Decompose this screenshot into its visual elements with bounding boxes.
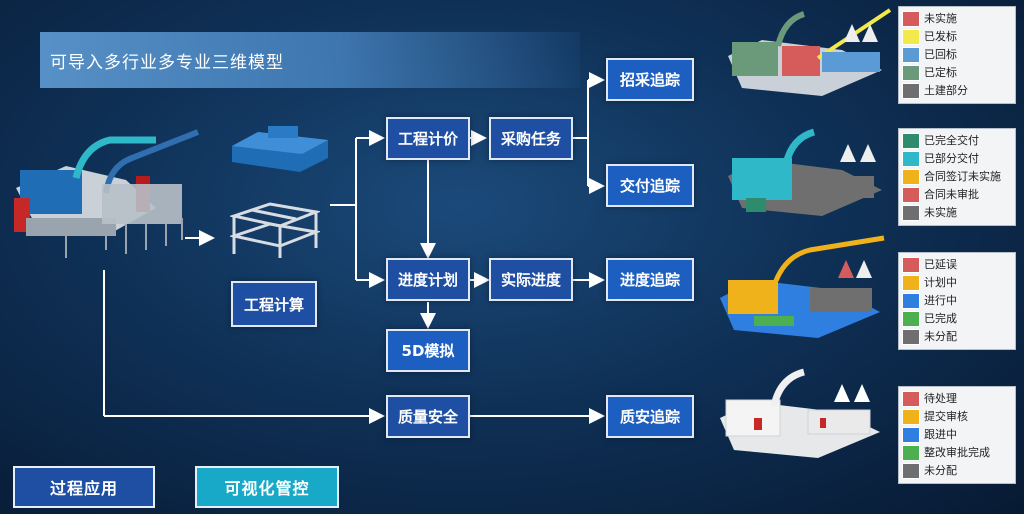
legend-swatch: [902, 205, 920, 221]
legend-swatch: [902, 409, 920, 425]
building-3d-model: [232, 126, 328, 172]
legend-swatch: [902, 133, 920, 149]
legend-label: 合同签订未实施: [924, 170, 1001, 183]
legend-swatch: [902, 151, 920, 167]
legend-swatch: [902, 65, 920, 81]
legend-label: 未实施: [924, 206, 957, 219]
legend-label: 未实施: [924, 12, 957, 25]
legend-item: 未实施: [902, 205, 1012, 221]
5d-simulation-node[interactable]: 5D模拟: [386, 329, 470, 372]
legend-item: 已延误: [902, 257, 1012, 273]
legend-label: 已发标: [924, 30, 957, 43]
legend-item: 未分配: [902, 463, 1012, 479]
legend-label: 待处理: [924, 392, 957, 405]
legend-swatch: [902, 47, 920, 63]
legend-swatch: [902, 445, 920, 461]
legend-item: 已完成: [902, 311, 1012, 327]
quality-safety-node[interactable]: 质量安全: [386, 395, 470, 438]
legend-label: 已完全交付: [924, 134, 979, 147]
legend-swatch: [902, 11, 920, 27]
legend-item: 已部分交付: [902, 151, 1012, 167]
tender-tracking-node[interactable]: 招采追踪: [606, 58, 694, 101]
legend-label: 未分配: [924, 330, 957, 343]
legend-item: 跟进中: [902, 427, 1012, 443]
legend-swatch: [902, 311, 920, 327]
legend-swatch: [902, 427, 920, 443]
legend-label: 已完成: [924, 312, 957, 325]
legend-swatch: [902, 257, 920, 273]
legend-item: 未实施: [902, 11, 1012, 27]
legend-label: 已部分交付: [924, 152, 979, 165]
progress-tracking-node[interactable]: 进度追踪: [606, 258, 694, 301]
visual-control-button[interactable]: 可视化管控: [195, 466, 339, 508]
main-plant-3d-model: [14, 129, 200, 258]
legend-label: 提交审核: [924, 410, 968, 423]
legend-label: 合同未审批: [924, 188, 979, 201]
process-application-button[interactable]: 过程应用: [13, 466, 155, 508]
legend-label: 未分配: [924, 464, 957, 477]
legend-item: 未分配: [902, 329, 1012, 345]
legend-item: 已发标: [902, 29, 1012, 45]
progress-plan-node[interactable]: 进度计划: [386, 258, 470, 301]
legend-swatch: [902, 29, 920, 45]
legend-swatch: [902, 169, 920, 185]
legend-item: 合同未审批: [902, 187, 1012, 203]
legend-label: 跟进中: [924, 428, 957, 441]
quality-status-legend: 待处理 提交审核 跟进中 整改审批完成 未分配: [898, 386, 1016, 484]
legend-swatch: [902, 83, 920, 99]
legend-item: 提交审核: [902, 409, 1012, 425]
engineering-calc-node[interactable]: 工程计算: [231, 281, 317, 327]
procurement-task-node[interactable]: 采购任务: [489, 117, 573, 160]
tender-status-3d-model: [728, 8, 892, 96]
legend-label: 进行中: [924, 294, 957, 307]
delivery-tracking-node[interactable]: 交付追踪: [606, 164, 694, 207]
legend-swatch: [902, 391, 920, 407]
legend-swatch: [902, 463, 920, 479]
qs-tracking-node[interactable]: 质安追踪: [606, 395, 694, 438]
steel-frame-3d-model: [230, 202, 320, 258]
legend-swatch: [902, 329, 920, 345]
legend-label: 已定标: [924, 66, 957, 79]
legend-item: 土建部分: [902, 83, 1012, 99]
legend-item: 待处理: [902, 391, 1012, 407]
legend-item: 已定标: [902, 65, 1012, 81]
legend-item: 整改审批完成: [902, 445, 1012, 461]
quality-status-3d-model: [720, 368, 880, 458]
legend-item: 计划中: [902, 275, 1012, 291]
legend-item: 已回标: [902, 47, 1012, 63]
legend-label: 土建部分: [924, 84, 968, 97]
engineering-pricing-node[interactable]: 工程计价: [386, 117, 470, 160]
progress-status-3d-model: [720, 235, 885, 338]
legend-swatch: [902, 187, 920, 203]
legend-item: 合同签订未实施: [902, 169, 1012, 185]
page-title: 可导入多行业多专业三维模型: [50, 53, 284, 73]
actual-progress-node[interactable]: 实际进度: [489, 258, 573, 301]
tender-status-legend: 未实施 已发标 已回标 已定标 土建部分: [898, 6, 1016, 104]
title-banner: [40, 32, 580, 88]
legend-item: 已完全交付: [902, 133, 1012, 149]
legend-label: 已延误: [924, 258, 957, 271]
legend-label: 计划中: [924, 276, 957, 289]
legend-label: 整改审批完成: [924, 446, 990, 459]
legend-label: 已回标: [924, 48, 957, 61]
delivery-status-legend: 已完全交付 已部分交付 合同签订未实施 合同未审批 未实施: [898, 128, 1016, 226]
legend-swatch: [902, 275, 920, 291]
legend-swatch: [902, 293, 920, 309]
delivery-status-3d-model: [728, 128, 882, 216]
progress-status-legend: 已延误 计划中 进行中 已完成 未分配: [898, 252, 1016, 350]
legend-item: 进行中: [902, 293, 1012, 309]
